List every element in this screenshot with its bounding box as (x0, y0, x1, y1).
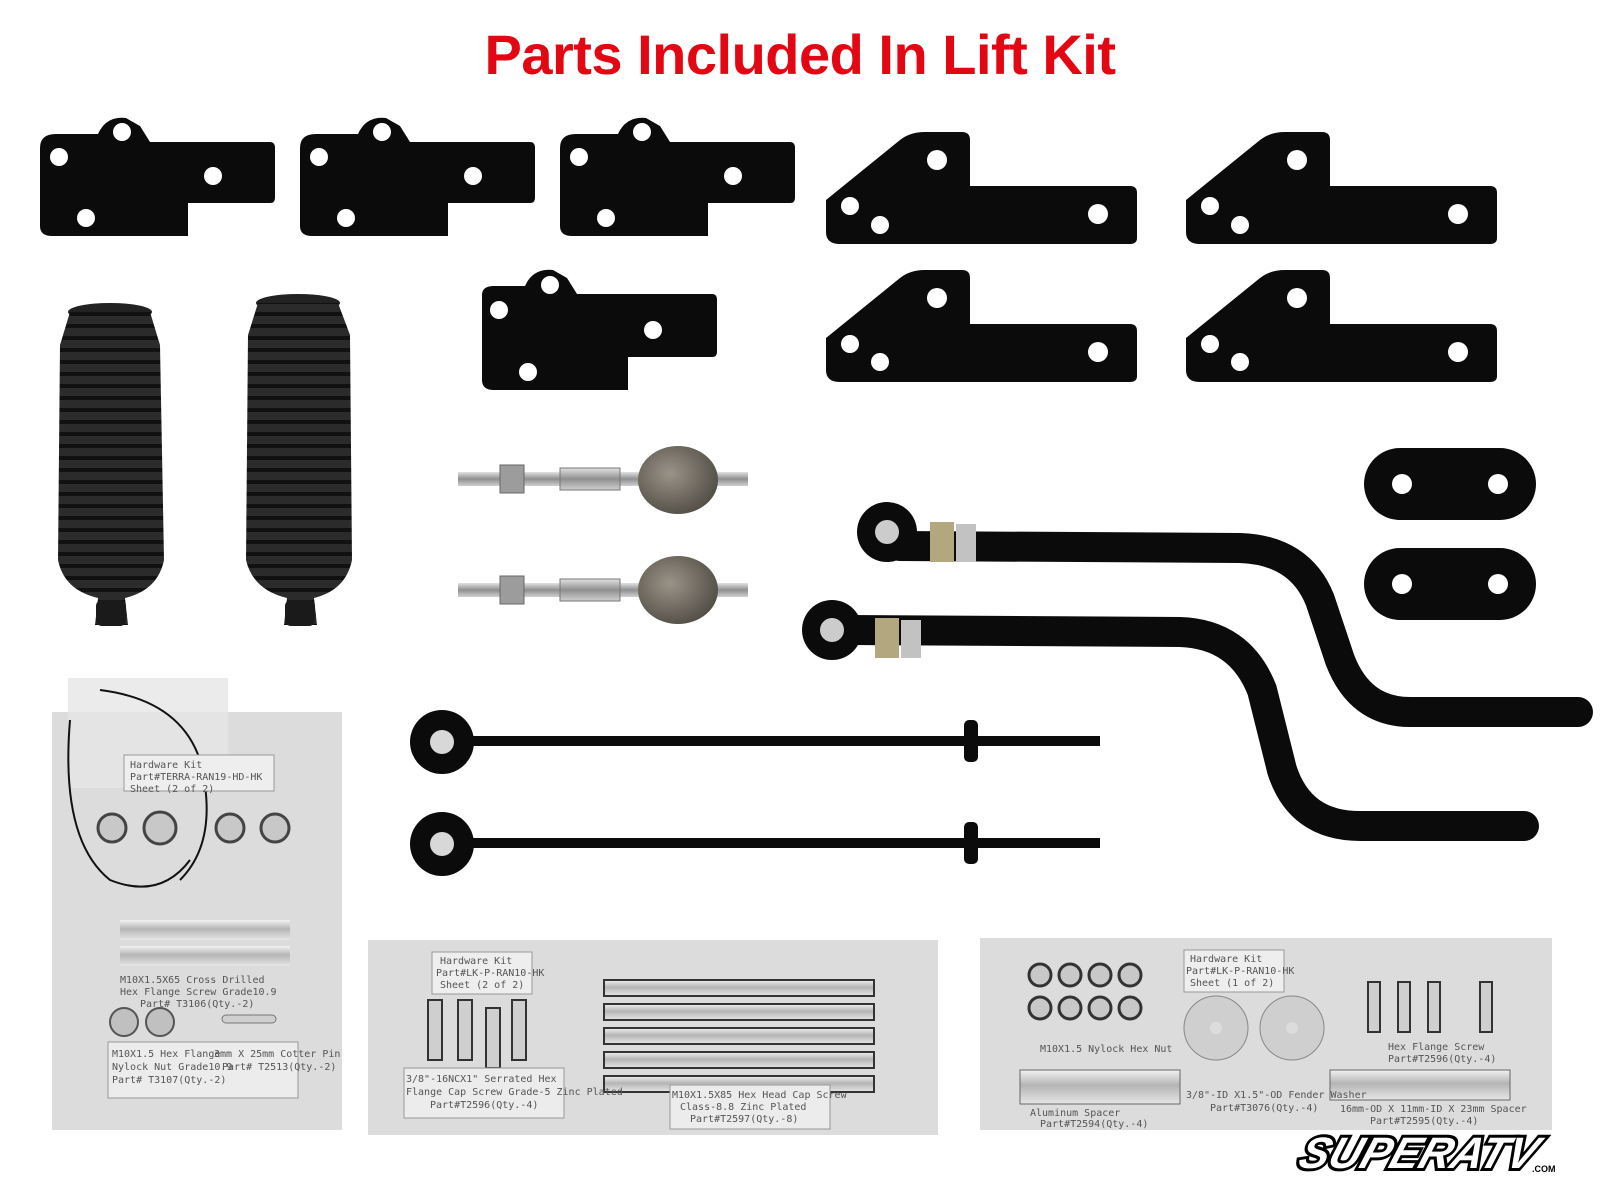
bag2-item-b3: Part#T2597(Qty.-8) (690, 1114, 798, 1125)
bag2-label-sheet: Sheet (2 of 2) (440, 980, 524, 991)
bag3-label-sheet: Sheet (1 of 2) (1190, 978, 1274, 989)
lift-bracket-large-3 (826, 270, 1137, 382)
bag2-item-a2: Flange Cap Screw Grade-5 Zinc Plated (406, 1087, 623, 1098)
hardware-bag-3: Hardware Kit Part#LK-P-RAN10-HK Sheet (1… (980, 938, 1552, 1130)
bag3-item-b: 3/8"-ID X1.5"-OD Fender Washer (1186, 1090, 1367, 1101)
bag1-label-part: Part#TERRA-RAN19-HD-HK (130, 772, 262, 783)
bag3-item-b2: Part#T3076(Qty.-4) (1210, 1103, 1318, 1114)
bag2-item-b: M10X1.5X85 Hex Head Cap Screw (672, 1090, 848, 1101)
rack-boot-2 (246, 294, 352, 626)
bag1-label-top: Hardware Kit (130, 760, 202, 771)
bag1-item-b: M10X1.5 Hex Flange (112, 1049, 220, 1060)
bag3-item-a: M10X1.5 Nylock Hex Nut (1040, 1044, 1172, 1055)
bag1-item-b2: Nylock Nut Grade10.9 (112, 1062, 232, 1073)
hardware-bag-2: Hardware Kit Part#LK-P-RAN10-HK Sheet (2… (368, 940, 938, 1135)
bag3-item-c: Hex Flange Screw (1388, 1042, 1485, 1053)
bag2-item-b2: Class-8.8 Zinc Plated (680, 1102, 806, 1113)
hardware-bag-1: Hardware Kit Part#TERRA-RAN19-HD-HK Shee… (52, 678, 342, 1130)
bag1-item-b3: Part# T3107(Qty.-2) (112, 1075, 226, 1086)
lift-bracket-large-4 (1186, 270, 1497, 382)
bag3-label-top: Hardware Kit (1190, 954, 1262, 965)
lift-bracket-small-2 (300, 117, 535, 236)
bag2-item-a3: Part#T2596(Qty.-4) (430, 1100, 538, 1111)
bag1-item-a3: Part# T3106(Qty.-2) (140, 999, 254, 1010)
bag1-label-sheet: Sheet (2 of 2) (130, 784, 214, 795)
lift-bracket-small-1 (40, 117, 275, 236)
superatv-logo: SUPERATV .COM (1282, 1120, 1572, 1182)
bag2-label-part: Part#LK-P-RAN10-HK (436, 968, 544, 979)
bag2-item-a: 3/8"-16NCX1" Serrated Hex (406, 1074, 557, 1085)
spacer-plate-2 (1364, 548, 1536, 620)
bag3-item-d2: Part#T2594(Qty.-4) (1040, 1119, 1148, 1130)
inner-tie-rod-2 (458, 556, 748, 624)
logo-suffix: .COM (1532, 1164, 1556, 1174)
inner-tie-rod-1 (458, 446, 748, 514)
radius-rod-bent-2 (802, 600, 1539, 841)
lift-bracket-small-4 (482, 269, 717, 390)
lift-bracket-large-2 (1186, 132, 1497, 244)
bag3-label-part: Part#LK-P-RAN10-HK (1186, 966, 1294, 977)
rack-boot-1 (58, 303, 164, 626)
page-title: Parts Included In Lift Kit (484, 23, 1116, 86)
bag3-item-e: 16mm-OD X 11mm-ID X 23mm Spacer (1340, 1104, 1527, 1115)
bag1-item-a: M10X1.5X65 Cross Drilled (120, 975, 265, 986)
radius-rod-bent-1 (857, 502, 1593, 727)
bag1-item-c2: Part# T2513(Qty.-2) (222, 1062, 336, 1073)
bag2-label-top: Hardware Kit (440, 956, 512, 967)
spacer-plate-1 (1364, 448, 1536, 520)
logo-text: SUPERATV (1293, 1128, 1549, 1178)
lift-bracket-large-1 (826, 132, 1137, 244)
tie-bar-straight-2 (410, 812, 1100, 876)
bag1-item-a2: Hex Flange Screw Grade10.9 (120, 987, 277, 998)
bag1-item-c: 3mm X 25mm Cotter Pin (214, 1049, 340, 1060)
bag3-item-e2: Part#T2595(Qty.-4) (1370, 1116, 1478, 1127)
lift-bracket-small-3 (560, 117, 795, 236)
bag3-item-c2: Part#T2596(Qty.-4) (1388, 1054, 1496, 1065)
bag3-item-d: Aluminum Spacer (1030, 1108, 1120, 1119)
tie-bar-straight-1 (410, 710, 1100, 774)
